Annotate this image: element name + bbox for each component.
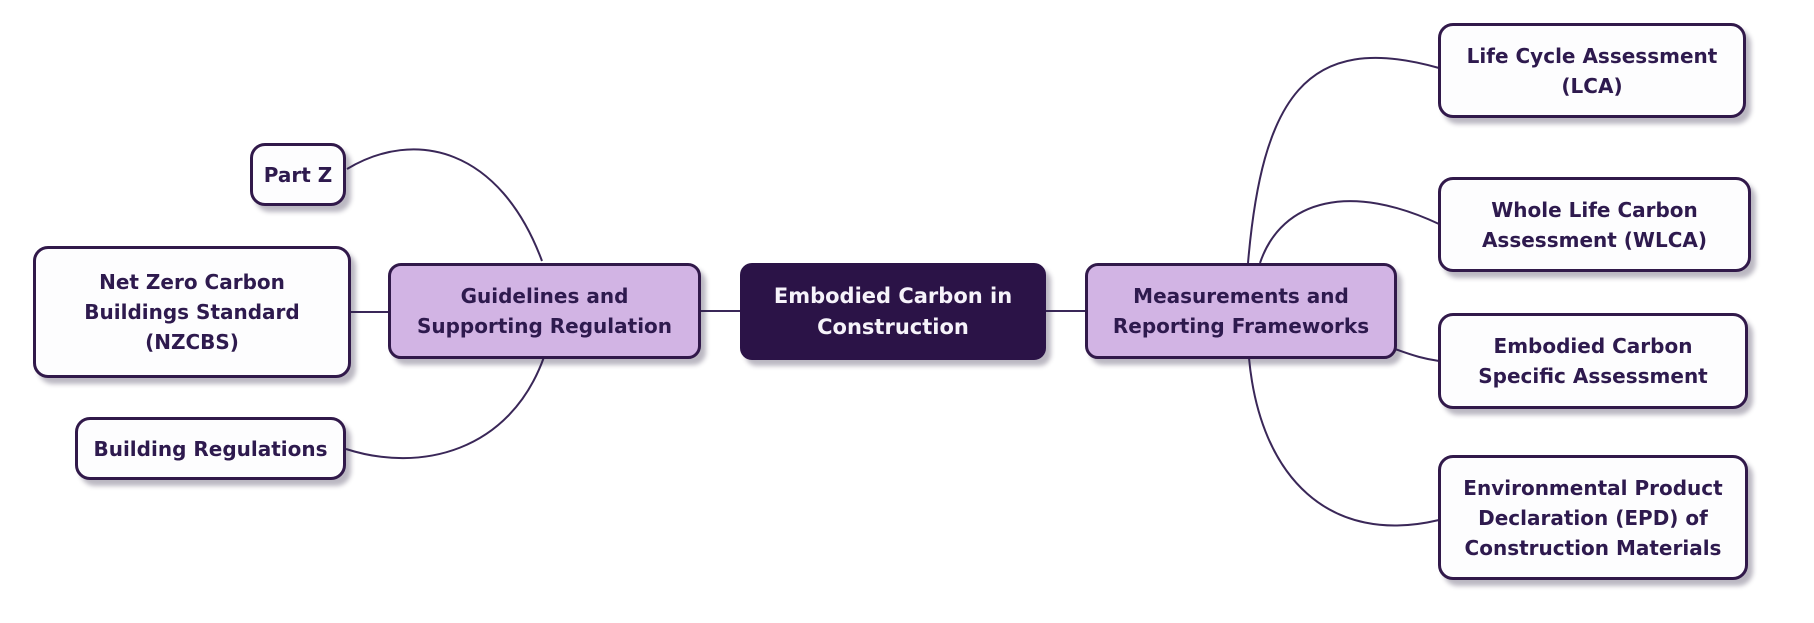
node-label-line: Measurements and <box>1133 284 1349 308</box>
connector-part-z-to-guidelines <box>346 148 543 262</box>
connector-measurements-to-lca <box>1247 57 1440 264</box>
node-nzcbs[interactable]: Net Zero Carbon Buildings Standard (NZCB… <box>33 246 351 378</box>
node-part-z[interactable]: Part Z <box>250 143 346 206</box>
node-lca[interactable]: Life Cycle Assessment (LCA) <box>1438 23 1746 118</box>
node-label-line: Life Cycle Assessment <box>1466 43 1718 68</box>
node-label-line: Embodied Carbon in <box>773 283 1013 308</box>
node-label-line: Supporting Regulation <box>416 314 673 338</box>
connector-measurements-to-epd <box>1248 357 1440 527</box>
node-wlca[interactable]: Whole Life Carbon Assessment (WLCA) <box>1438 177 1751 272</box>
node-epd[interactable]: Environmental Product Declaration (EPD) … <box>1438 455 1748 580</box>
node-label-line: Specific Assessment <box>1478 364 1708 388</box>
node-label-line: (LCA) <box>1561 73 1623 98</box>
node-label-line: Assessment (WLCA) <box>1481 227 1708 252</box>
node-label-line: Reporting Frameworks <box>1112 314 1370 338</box>
node-label-line: (NZCBS) <box>145 330 239 354</box>
node-label-line: Buildings Standard <box>84 300 300 324</box>
node-guidelines-branch[interactable]: Guidelines and Supporting Regulation <box>388 263 701 359</box>
node-label-line: Embodied Carbon <box>1493 334 1693 358</box>
node-label-line: Net Zero Carbon <box>99 270 285 294</box>
connector-building-regulations-to-guidelines <box>345 356 545 460</box>
node-root-embodied-carbon[interactable]: Embodied Carbon in Construction <box>740 263 1046 360</box>
node-label-line: Guidelines and <box>460 284 629 308</box>
node-label-line: Declaration (EPD) of <box>1478 505 1708 530</box>
node-label-line: Environmental Product <box>1463 475 1723 500</box>
node-label-line: Construction <box>817 314 969 339</box>
node-embodied-specific-assessment[interactable]: Embodied Carbon Specific Assessment <box>1438 313 1748 409</box>
connector-measurements-to-wlca <box>1259 200 1440 264</box>
connector-measurements-to-embodied <box>1394 348 1440 362</box>
node-measurements-branch[interactable]: Measurements and Reporting Frameworks <box>1085 263 1397 359</box>
node-label-line: Part Z <box>263 162 333 187</box>
node-building-regulations[interactable]: Building Regulations <box>75 417 346 480</box>
node-label-line: Whole Life Carbon <box>1491 197 1698 222</box>
node-label-line: Construction Materials <box>1464 535 1722 560</box>
node-label-line: Building Regulations <box>93 436 328 461</box>
